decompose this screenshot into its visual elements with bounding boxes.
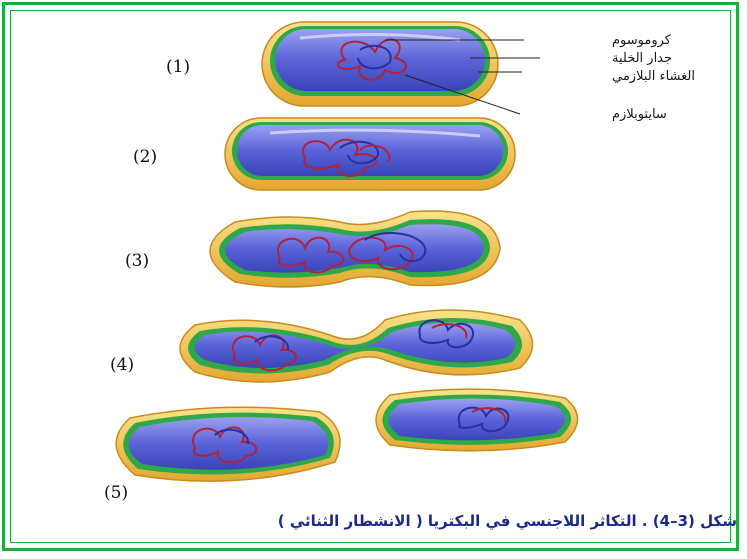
bacterium-stage-3 (210, 211, 500, 287)
bacterium-stage-5-left (116, 407, 340, 481)
figure-caption: شكل (3–4) . التكاثر اللاجنسي في البكتريا… (20, 512, 737, 530)
bacterium-stage-4 (180, 310, 533, 382)
label-cell-wall: جدار الخلية (612, 51, 672, 66)
label-cytoplasm: سايتوبلازم (612, 107, 667, 122)
bacterium-stage-5-right (376, 389, 578, 451)
label-chromosome: كروموسوم (612, 33, 672, 48)
stage-number-1: (1) (166, 57, 190, 77)
bacterium-stage-2 (225, 118, 515, 190)
label-plasma-membrane: الغشاء البلازمي (612, 69, 695, 84)
bacterium-stage-1 (262, 22, 498, 106)
stage-number-5: (5) (104, 483, 128, 503)
stage-number-2: (2) (133, 147, 157, 167)
stage-number-3: (3) (125, 251, 149, 271)
stage-number-4: (4) (110, 355, 134, 375)
